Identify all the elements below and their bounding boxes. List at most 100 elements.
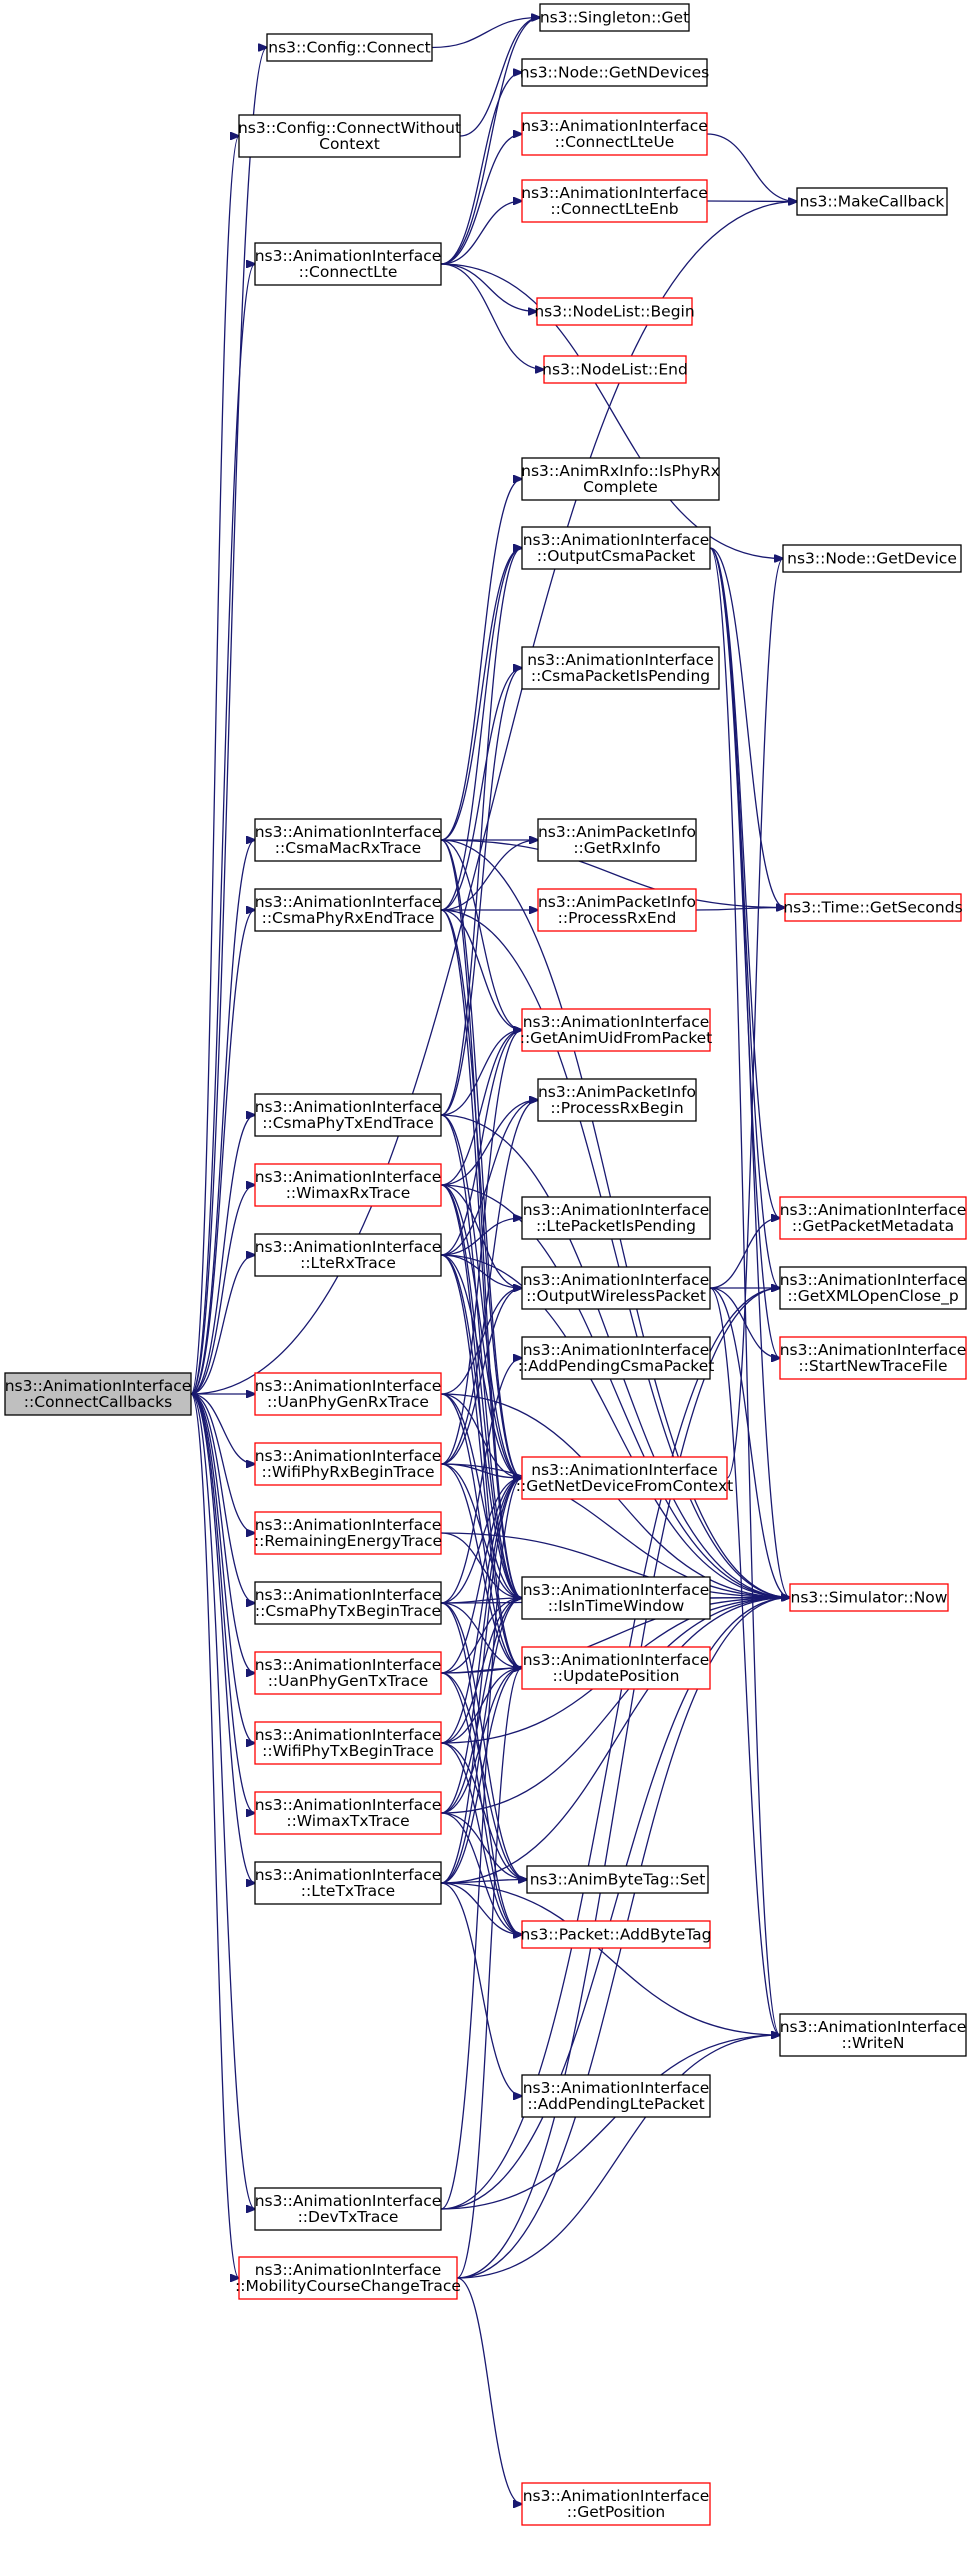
node-getrxinfo[interactable]: ns3::AnimPacketInfo::GetRxInfo: [537, 818, 697, 862]
node-wifirxbegin[interactable]: ns3::AnimationInterface::WifiPhyRxBeginT…: [254, 1442, 442, 1486]
node-outcsma[interactable]: ns3::AnimationInterface::OutputCsmaPacke…: [521, 526, 711, 570]
edge-wimaxtx-to-bytetagset: [440, 1812, 527, 1880]
node-wimaxtx[interactable]: ns3::AnimationInterface::WimaxTxTrace: [254, 1791, 442, 1835]
node-outwireless-box: [521, 1266, 711, 1310]
node-ltetx[interactable]: ns3::AnimationInterface::LteTxTrace: [254, 1861, 442, 1905]
node-connlteenb-label-1: ::ConnectLteEnb: [550, 200, 678, 218]
node-processrxbegin-box: [537, 1078, 697, 1122]
edge-csmaphyrxend-to-getnetdev: [440, 909, 522, 1478]
node-singleton-label-0: ns3::Singleton::Get: [540, 9, 689, 27]
edge-csmamacrx-to-isphyrx: [440, 479, 522, 841]
node-outwireless[interactable]: ns3::AnimationInterface::OutputWirelessP…: [521, 1266, 711, 1310]
node-addpendcsma[interactable]: ns3::AnimationInterface::AddPendingCsmaP…: [518, 1336, 715, 1380]
node-connlte-label-0: ns3::AnimationInterface: [255, 247, 442, 265]
node-getxml[interactable]: ns3::AnimationInterface::GetXMLOpenClose…: [779, 1266, 967, 1310]
edge-connlte-to-connlteue: [440, 134, 522, 265]
node-csmamacrx[interactable]: ns3::AnimationInterface::CsmaMacRxTrace: [254, 818, 442, 862]
node-wifitxbegin[interactable]: ns3::AnimationInterface::WifiPhyTxBeginT…: [254, 1721, 442, 1765]
node-ltepend[interactable]: ns3::AnimationInterface::LtePacketIsPend…: [521, 1196, 711, 1240]
node-isintime-box: [521, 1576, 711, 1620]
node-cfg_connect[interactable]: ns3::Config::Connect: [266, 33, 433, 62]
node-csmaphyrxend-label-1: ::CsmaPhyRxEndTrace: [262, 909, 435, 927]
node-processrxbegin[interactable]: ns3::AnimPacketInfo::ProcessRxBegin: [537, 1078, 697, 1122]
node-addbytetag[interactable]: ns3::Packet::AddByteTag: [520, 1920, 712, 1949]
node-mobcourse-label-1: ::MobilityCourseChangeTrace: [235, 2277, 461, 2295]
node-startnew-label-0: ns3::AnimationInterface: [780, 1341, 967, 1359]
node-csmapend[interactable]: ns3::AnimationInterface::CsmaPacketIsPen…: [521, 646, 720, 690]
node-addpendlte-label-1: ::AddPendingLtePacket: [527, 2095, 704, 2113]
node-nlbegin[interactable]: ns3::NodeList::Begin: [534, 297, 695, 326]
node-csmaphytxbegin[interactable]: ns3::AnimationInterface::CsmaPhyTxBeginT…: [254, 1581, 442, 1625]
node-getpktmeta[interactable]: ns3::AnimationInterface::GetPacketMetada…: [779, 1196, 967, 1240]
edge-csmaphytxbegin-to-bytetagset: [440, 1602, 527, 1880]
node-devtx[interactable]: ns3::AnimationInterface::DevTxTrace: [254, 2187, 442, 2231]
node-getanimuid[interactable]: ns3::AnimationInterface::GetAnimUidFromP…: [520, 1008, 713, 1052]
node-nlbegin-label-0: ns3::NodeList::Begin: [534, 303, 694, 321]
node-csmaphytxend-label-1: ::CsmaPhyTxEndTrace: [262, 1114, 434, 1132]
node-nlend[interactable]: ns3::NodeList::End: [542, 355, 688, 384]
node-outcsma-label-1: ::OutputCsmaPacket: [537, 547, 696, 565]
node-cfg_cwc-label-0: ns3::Config::ConnectWithout: [238, 119, 461, 137]
node-connlteenb[interactable]: ns3::AnimationInterface::ConnectLteEnb: [521, 179, 708, 223]
node-getnetdev[interactable]: ns3::AnimationInterface::GetNetDeviceFro…: [516, 1456, 733, 1500]
node-addpendlte[interactable]: ns3::AnimationInterface::AddPendingLtePa…: [521, 2074, 711, 2118]
node-csmaphytxend[interactable]: ns3::AnimationInterface::CsmaPhyTxEndTra…: [254, 1093, 442, 1137]
edge-csmaphyrxend-to-isintime: [440, 909, 522, 1598]
edge-wimaxtx-to-getnetdev: [440, 1478, 522, 1814]
node-wimaxtx-label-1: ::WimaxTxTrace: [286, 1812, 409, 1830]
node-uanrx-label-1: ::UanPhyGenRxTrace: [267, 1393, 429, 1411]
node-csmapend-box: [521, 646, 720, 690]
node-getndev-label-0: ns3::Node::GetNDevices: [520, 64, 709, 82]
node-singleton[interactable]: ns3::Singleton::Get: [539, 3, 690, 32]
node-mobcourse-label-0: ns3::AnimationInterface: [255, 2261, 442, 2279]
node-csmapend-label-0: ns3::AnimationInterface: [527, 651, 714, 669]
edge-wifirxbegin-to-simnow: [440, 1463, 790, 1598]
node-uanrx[interactable]: ns3::AnimationInterface::UanPhyGenRxTrac…: [254, 1372, 442, 1416]
node-connlteue[interactable]: ns3::AnimationInterface::ConnectLteUe: [521, 112, 708, 156]
node-getndev[interactable]: ns3::Node::GetNDevices: [520, 58, 709, 87]
node-lterx[interactable]: ns3::AnimationInterface::LteRxTrace: [254, 1233, 442, 1277]
node-writen[interactable]: ns3::AnimationInterface::WriteN: [779, 2013, 967, 2057]
node-connlteue-label-1: ::ConnectLteUe: [555, 133, 675, 151]
node-getdevice[interactable]: ns3::Node::GetDevice: [782, 544, 962, 573]
edge-uantx-to-getnetdev: [440, 1478, 522, 1674]
node-processrxend[interactable]: ns3::AnimPacketInfo::ProcessRxEnd: [537, 888, 697, 932]
node-singleton-box: [539, 3, 690, 32]
node-isintime[interactable]: ns3::AnimationInterface::IsInTimeWindow: [521, 1576, 711, 1620]
node-connlteenb-box: [521, 179, 708, 223]
edge-wimaxrx-to-isintime: [440, 1184, 522, 1598]
node-bytetagset[interactable]: ns3::AnimByteTag::Set: [526, 1865, 709, 1894]
node-makecb[interactable]: ns3::MakeCallback: [796, 187, 948, 216]
node-uantx[interactable]: ns3::AnimationInterface::UanPhyGenTxTrac…: [254, 1651, 442, 1695]
node-remenergy[interactable]: ns3::AnimationInterface::RemainingEnergy…: [254, 1511, 442, 1555]
node-simnow[interactable]: ns3::Simulator::Now: [789, 1583, 949, 1612]
node-csmaphyrxend[interactable]: ns3::AnimationInterface::CsmaPhyRxEndTra…: [254, 888, 442, 932]
edge-lterx-to-getnetdev: [440, 1254, 522, 1478]
edge-csmaphytxend-to-isintime: [440, 1114, 522, 1598]
edge-root-to-makecb: [190, 202, 797, 1395]
node-startnew[interactable]: ns3::AnimationInterface::StartNewTraceFi…: [779, 1336, 967, 1380]
node-getseconds[interactable]: ns3::Time::GetSeconds: [783, 893, 963, 922]
edge-remenergy-to-simnow: [440, 1532, 790, 1598]
node-connlte-box: [254, 242, 442, 286]
node-writen-box: [779, 2013, 967, 2057]
node-mobcourse[interactable]: ns3::AnimationInterface::MobilityCourseC…: [235, 2256, 461, 2300]
node-nlend-label-0: ns3::NodeList::End: [542, 361, 688, 379]
node-connlte[interactable]: ns3::AnimationInterface::ConnectLte: [254, 242, 442, 286]
edge-csmaphytxbegin-to-addbytetag: [440, 1602, 522, 1935]
node-uantx-box: [254, 1651, 442, 1695]
node-devtx-label-0: ns3::AnimationInterface: [255, 2192, 442, 2210]
node-wimaxrx[interactable]: ns3::AnimationInterface::WimaxRxTrace: [254, 1163, 442, 1207]
node-ltepend-label-1: ::LtePacketIsPending: [536, 1217, 696, 1235]
edge-root-to-wimaxrx: [190, 1185, 255, 1395]
edge-uantx-to-simnow: [440, 1598, 790, 1674]
node-root[interactable]: ns3::AnimationInterface::ConnectCallback…: [4, 1372, 192, 1416]
node-getnetdev-label-0: ns3::AnimationInterface: [531, 1461, 718, 1479]
node-updatepos[interactable]: ns3::AnimationInterface::UpdatePosition: [521, 1646, 711, 1690]
node-processrxend-label-1: ::ProcessRxEnd: [558, 909, 677, 927]
edge-csmamacrx-to-getnetdev: [440, 839, 522, 1478]
edge-wimaxtx-to-isintime: [440, 1598, 522, 1814]
node-getpos[interactable]: ns3::AnimationInterface::GetPosition: [521, 2482, 711, 2526]
